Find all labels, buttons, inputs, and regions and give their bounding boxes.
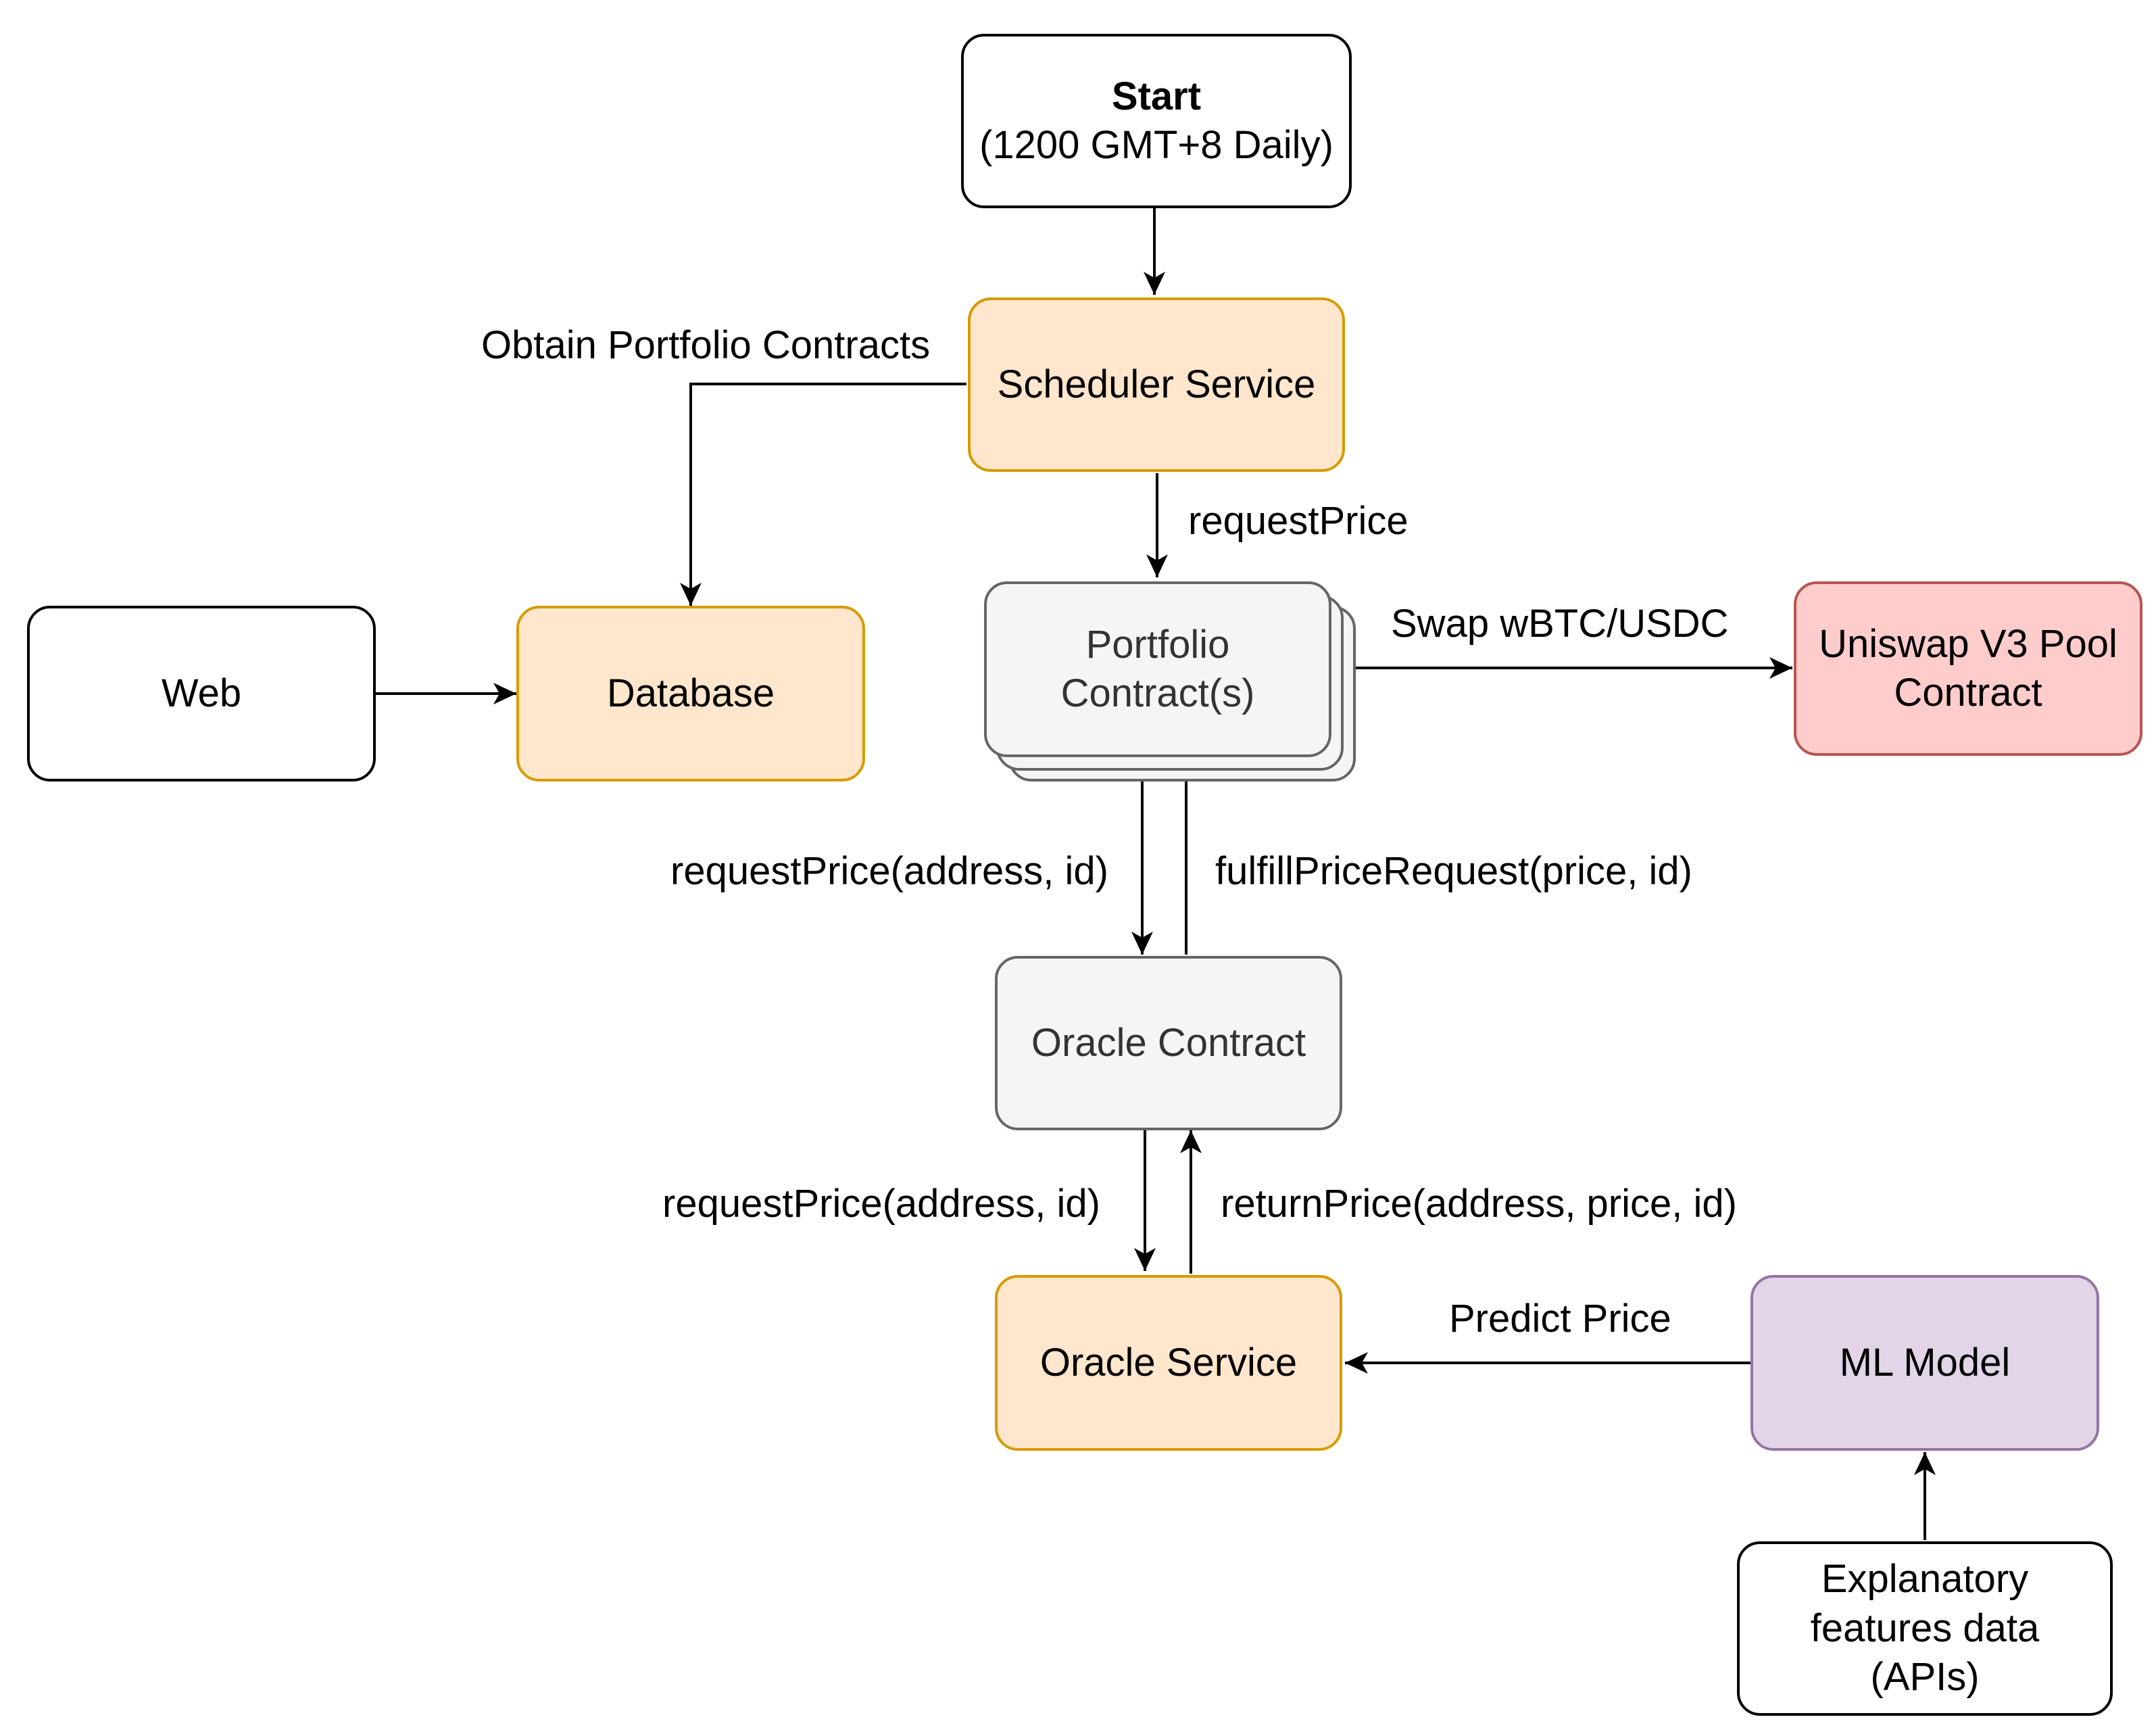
- features-line2: features data: [1810, 1606, 2040, 1650]
- portfolio-line2: Contract(s): [1060, 671, 1255, 715]
- edge-scheduler-to-database: [680, 383, 966, 606]
- web-node: Web: [27, 606, 376, 781]
- start-node: Start (1200 GMT+8 Daily): [961, 34, 1352, 208]
- ml-model-label: ML Model: [1839, 1340, 2011, 1385]
- edge-label-request-price: requestPrice: [1188, 499, 1408, 543]
- uniswap-line1: Uniswap V3 Pool: [1819, 621, 2117, 666]
- uniswap-pool-node: Uniswap V3 Pool Contract: [1794, 581, 2142, 756]
- edge-label-request-price-addr-1: requestPrice(address, id): [670, 849, 1108, 893]
- start-subtitle: (1200 GMT+8 Daily): [979, 123, 1333, 167]
- portfolio-contract-node: Portfolio Contract(s): [984, 581, 1331, 757]
- edge-label-request-price-addr-2: requestPrice(address, id): [662, 1182, 1100, 1226]
- edge-label-fulfill-price: fulfillPriceRequest(price, id): [1215, 849, 1692, 893]
- edge-label-obtain-portfolio: Obtain Portfolio Contracts: [481, 323, 931, 367]
- scheduler-service-label: Scheduler Service: [997, 362, 1316, 406]
- features-line1: Explanatory: [1821, 1557, 2029, 1602]
- features-data-node: Explanatory features data (APIs): [1737, 1541, 2113, 1716]
- portfolio-line1: Portfolio: [1085, 622, 1230, 667]
- features-line3: (APIs): [1870, 1655, 1980, 1700]
- oracle-service-label: Oracle Service: [1039, 1340, 1298, 1385]
- web-label: Web: [161, 671, 242, 715]
- scheduler-service-node: Scheduler Service: [968, 297, 1345, 472]
- uniswap-line2: Contract: [1894, 671, 2042, 715]
- oracle-service-node: Oracle Service: [995, 1275, 1342, 1451]
- database-label: Database: [606, 671, 775, 715]
- database-node: Database: [516, 606, 865, 781]
- oracle-contract-node: Oracle Contract: [995, 956, 1342, 1130]
- edge-label-return-price: returnPrice(address, price, id): [1221, 1182, 1737, 1226]
- start-title: Start: [1111, 74, 1202, 118]
- edge-label-swap: Swap wBTC/USDC: [1391, 602, 1729, 646]
- ml-model-node: ML Model: [1750, 1275, 2099, 1451]
- edge-label-predict-price: Predict Price: [1449, 1297, 1671, 1341]
- oracle-contract-label: Oracle Contract: [1031, 1020, 1306, 1065]
